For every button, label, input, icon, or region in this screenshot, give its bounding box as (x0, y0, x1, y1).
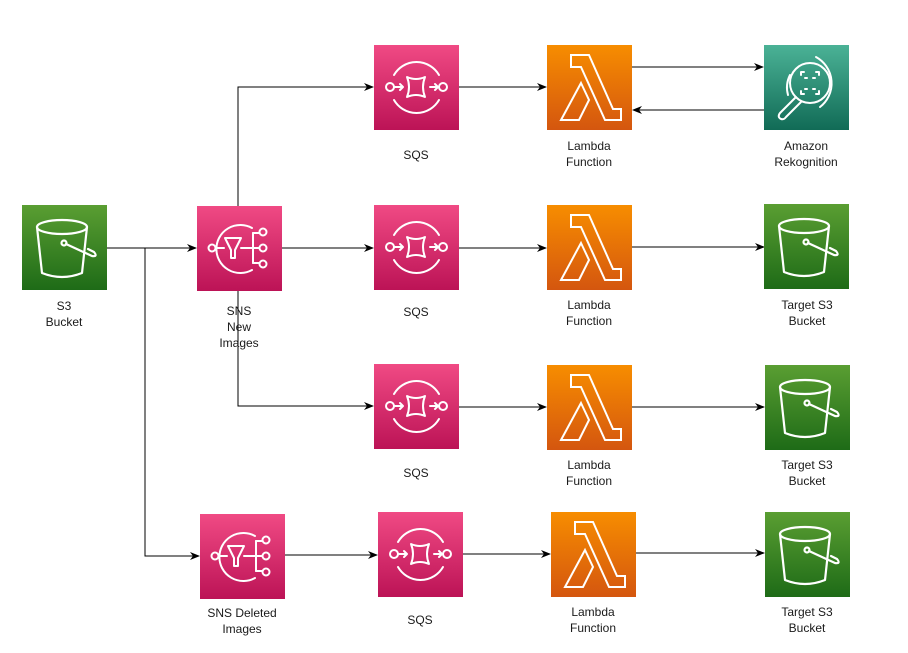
s3-bucket-icon (35, 218, 97, 279)
sqs-queue-icon (389, 528, 452, 581)
target-s3-2-label: Target S3 Bucket (781, 298, 833, 328)
lambda-icon (559, 374, 622, 441)
sqs-queue-icon (385, 221, 448, 274)
s3-source-node[interactable] (22, 205, 107, 290)
lambda-1-node[interactable] (547, 45, 632, 130)
sqs-2-label: SQS (403, 305, 429, 319)
lambda-4-node[interactable] (551, 512, 636, 597)
sqs-4-label: SQS (407, 613, 433, 627)
sns-deleted-label: SNS Deleted Images (207, 606, 277, 636)
rekognition-icon (777, 56, 833, 121)
sns-topic-icon (210, 532, 271, 582)
sqs-3-label: SQS (403, 466, 429, 480)
rekognition-label: Amazon Rekognition (774, 139, 838, 169)
sqs-3-node[interactable] (374, 364, 459, 449)
edge-sns-new-to-sqs-3 (237, 290, 374, 410)
sqs-queue-icon (385, 61, 448, 114)
lambda-3-label: Lambda Function (565, 458, 613, 488)
lambda-icon (559, 214, 622, 281)
lambda-icon (563, 521, 626, 588)
sqs-queue-icon (385, 380, 448, 433)
lambda-2-node[interactable] (547, 205, 632, 290)
rekognition-node[interactable] (764, 45, 849, 130)
lambda-icon (559, 54, 622, 121)
s3-source-label: S3 Bucket (45, 299, 83, 329)
target-s3-4-label: Target S3 Bucket (781, 605, 833, 635)
sns-new-node[interactable] (197, 206, 282, 291)
sqs-1-node[interactable] (374, 45, 459, 130)
lambda-4-label: Lambda Function (569, 605, 617, 635)
lambda-3-node[interactable] (547, 365, 632, 450)
sqs-1-label: SQS (403, 148, 429, 162)
sns-topic-icon (207, 224, 268, 274)
sqs-4-node[interactable] (378, 512, 463, 597)
lambda-2-label: Lambda Function (565, 298, 613, 328)
sns-deleted-node[interactable] (200, 514, 285, 599)
edge-sns-new-to-sqs-1 (237, 83, 374, 206)
lambda-1-label: Lambda Function (565, 139, 613, 169)
s3-bucket-icon (778, 525, 840, 586)
target-s3-3-label: Target S3 Bucket (781, 458, 833, 488)
target-s3-3-node[interactable] (765, 365, 850, 450)
edge-s3-to-sns-deleted (144, 248, 200, 560)
s3-bucket-icon (778, 378, 840, 439)
target-s3-2-node[interactable] (764, 204, 849, 289)
sns-new-label: SNS New Images (219, 304, 259, 350)
sqs-2-node[interactable] (374, 205, 459, 290)
s3-bucket-icon (777, 217, 839, 278)
target-s3-4-node[interactable] (765, 512, 850, 597)
